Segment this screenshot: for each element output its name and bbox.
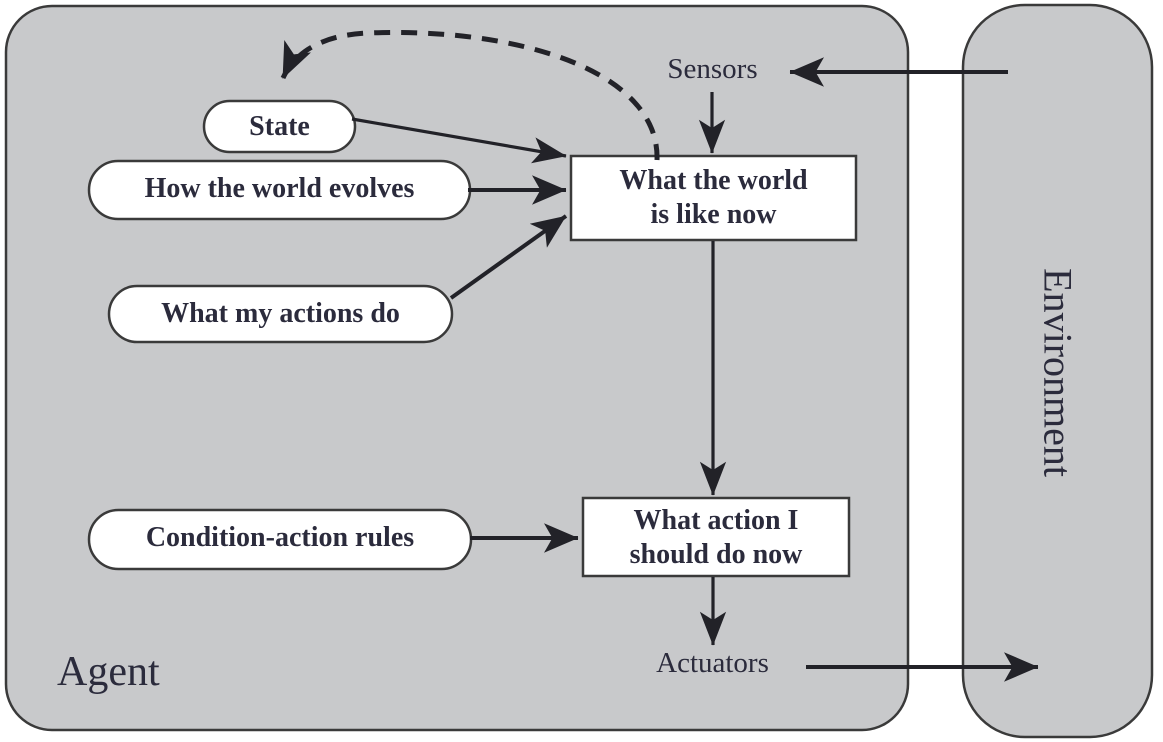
box-what-the-world-is-like-now[interactable] (569, 154, 858, 242)
agent-panel-label: Agent (57, 649, 160, 695)
actuators-label: Actuators (656, 647, 769, 679)
node-how-the-world-evolves-label: How the world evolves (144, 173, 415, 204)
box-what-the-world-is-like-now-line2: is like now (650, 199, 777, 230)
node-what-my-actions-do[interactable] (107, 284, 454, 344)
box-what-action-i-should-do-now-line1: What action I (633, 505, 799, 536)
node-state[interactable] (202, 99, 357, 154)
agent-panel (4, 4, 910, 732)
edge-what-my-actions-do-to-world-state (449, 214, 568, 300)
edge-world-state-to-state-feedback (280, 29, 660, 161)
environment-panel-label: Environment (1035, 268, 1081, 478)
environment-panel (961, 3, 1154, 739)
sensors-label: Sensors (667, 53, 758, 85)
box-what-action-i-should-do-now[interactable] (581, 496, 851, 578)
node-what-my-actions-do-label: What my actions do (161, 298, 400, 329)
box-what-the-world-is-like-now-line1: What the world (619, 165, 808, 196)
node-state-label: State (249, 111, 310, 142)
node-condition-action-rules-label: Condition-action rules (145, 522, 415, 553)
edge-state-to-world-state (351, 117, 567, 164)
box-what-action-i-should-do-now-line2: should do now (629, 539, 803, 570)
